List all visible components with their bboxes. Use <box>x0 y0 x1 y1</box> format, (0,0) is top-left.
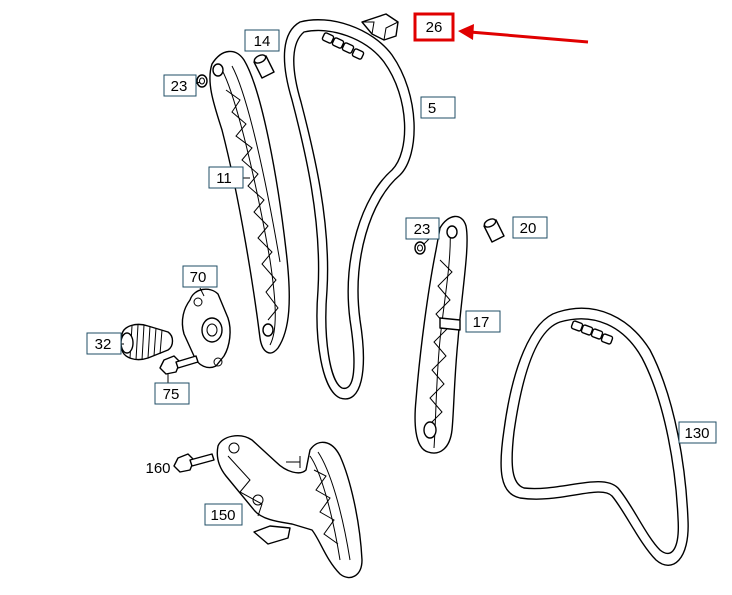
bushing-23a <box>196 74 208 88</box>
callout-32-text: 32 <box>95 336 112 353</box>
callout-20-text: 20 <box>520 220 537 237</box>
guide-rail-17 <box>414 215 468 454</box>
callout-11-text: 11 <box>216 170 232 187</box>
callout-130[interactable]: 130 <box>678 421 717 444</box>
clip-26 <box>361 13 399 41</box>
callout-5-text: 5 <box>428 100 436 117</box>
callout-32[interactable]: 32 <box>86 332 122 355</box>
pin-14 <box>253 54 275 79</box>
highlight-arrow <box>458 24 589 44</box>
timing-chain-5 <box>283 19 415 400</box>
callout-11[interactable]: 11 <box>208 166 244 189</box>
callout-14[interactable]: 14 <box>244 29 280 52</box>
callout-160[interactable]: 160 <box>145 460 170 477</box>
bushing-23b <box>414 241 426 255</box>
callout-26-text: 26 <box>426 19 443 36</box>
callout-23-top-text: 23 <box>171 78 188 95</box>
callout-23-mid[interactable]: 23 <box>405 217 440 240</box>
callout-26[interactable]: 26 <box>413 12 455 42</box>
callout-75[interactable]: 75 <box>154 382 190 405</box>
callout-160-text: 160 <box>145 460 170 477</box>
callout-75-text: 75 <box>163 386 180 403</box>
chain-links <box>321 32 365 60</box>
callout-70[interactable]: 70 <box>182 265 218 288</box>
callout-17[interactable]: 17 <box>465 310 501 333</box>
pin-20 <box>483 218 505 243</box>
bolt-160 <box>173 453 215 473</box>
callout-20[interactable]: 20 <box>512 216 548 239</box>
tensioner-plunger-32 <box>120 323 174 361</box>
callout-130-text: 130 <box>684 425 709 442</box>
callout-23-top[interactable]: 23 <box>163 74 197 97</box>
bolt-75 <box>159 355 199 375</box>
chain-links-lower <box>570 320 614 345</box>
callout-14-text: 14 <box>254 33 271 50</box>
callout-17-text: 17 <box>473 314 490 331</box>
callout-150-text: 150 <box>210 507 235 524</box>
tensioning-rail-11 <box>209 50 290 354</box>
callout-5[interactable]: 5 <box>420 96 456 119</box>
callout-23-mid-text: 23 <box>414 221 431 238</box>
tensioner-housing-70 <box>181 288 231 369</box>
callout-70-text: 70 <box>190 269 207 286</box>
callout-150[interactable]: 150 <box>204 503 243 526</box>
timing-chain-130 <box>500 307 689 566</box>
tensioner-assembly-150 <box>216 435 363 579</box>
